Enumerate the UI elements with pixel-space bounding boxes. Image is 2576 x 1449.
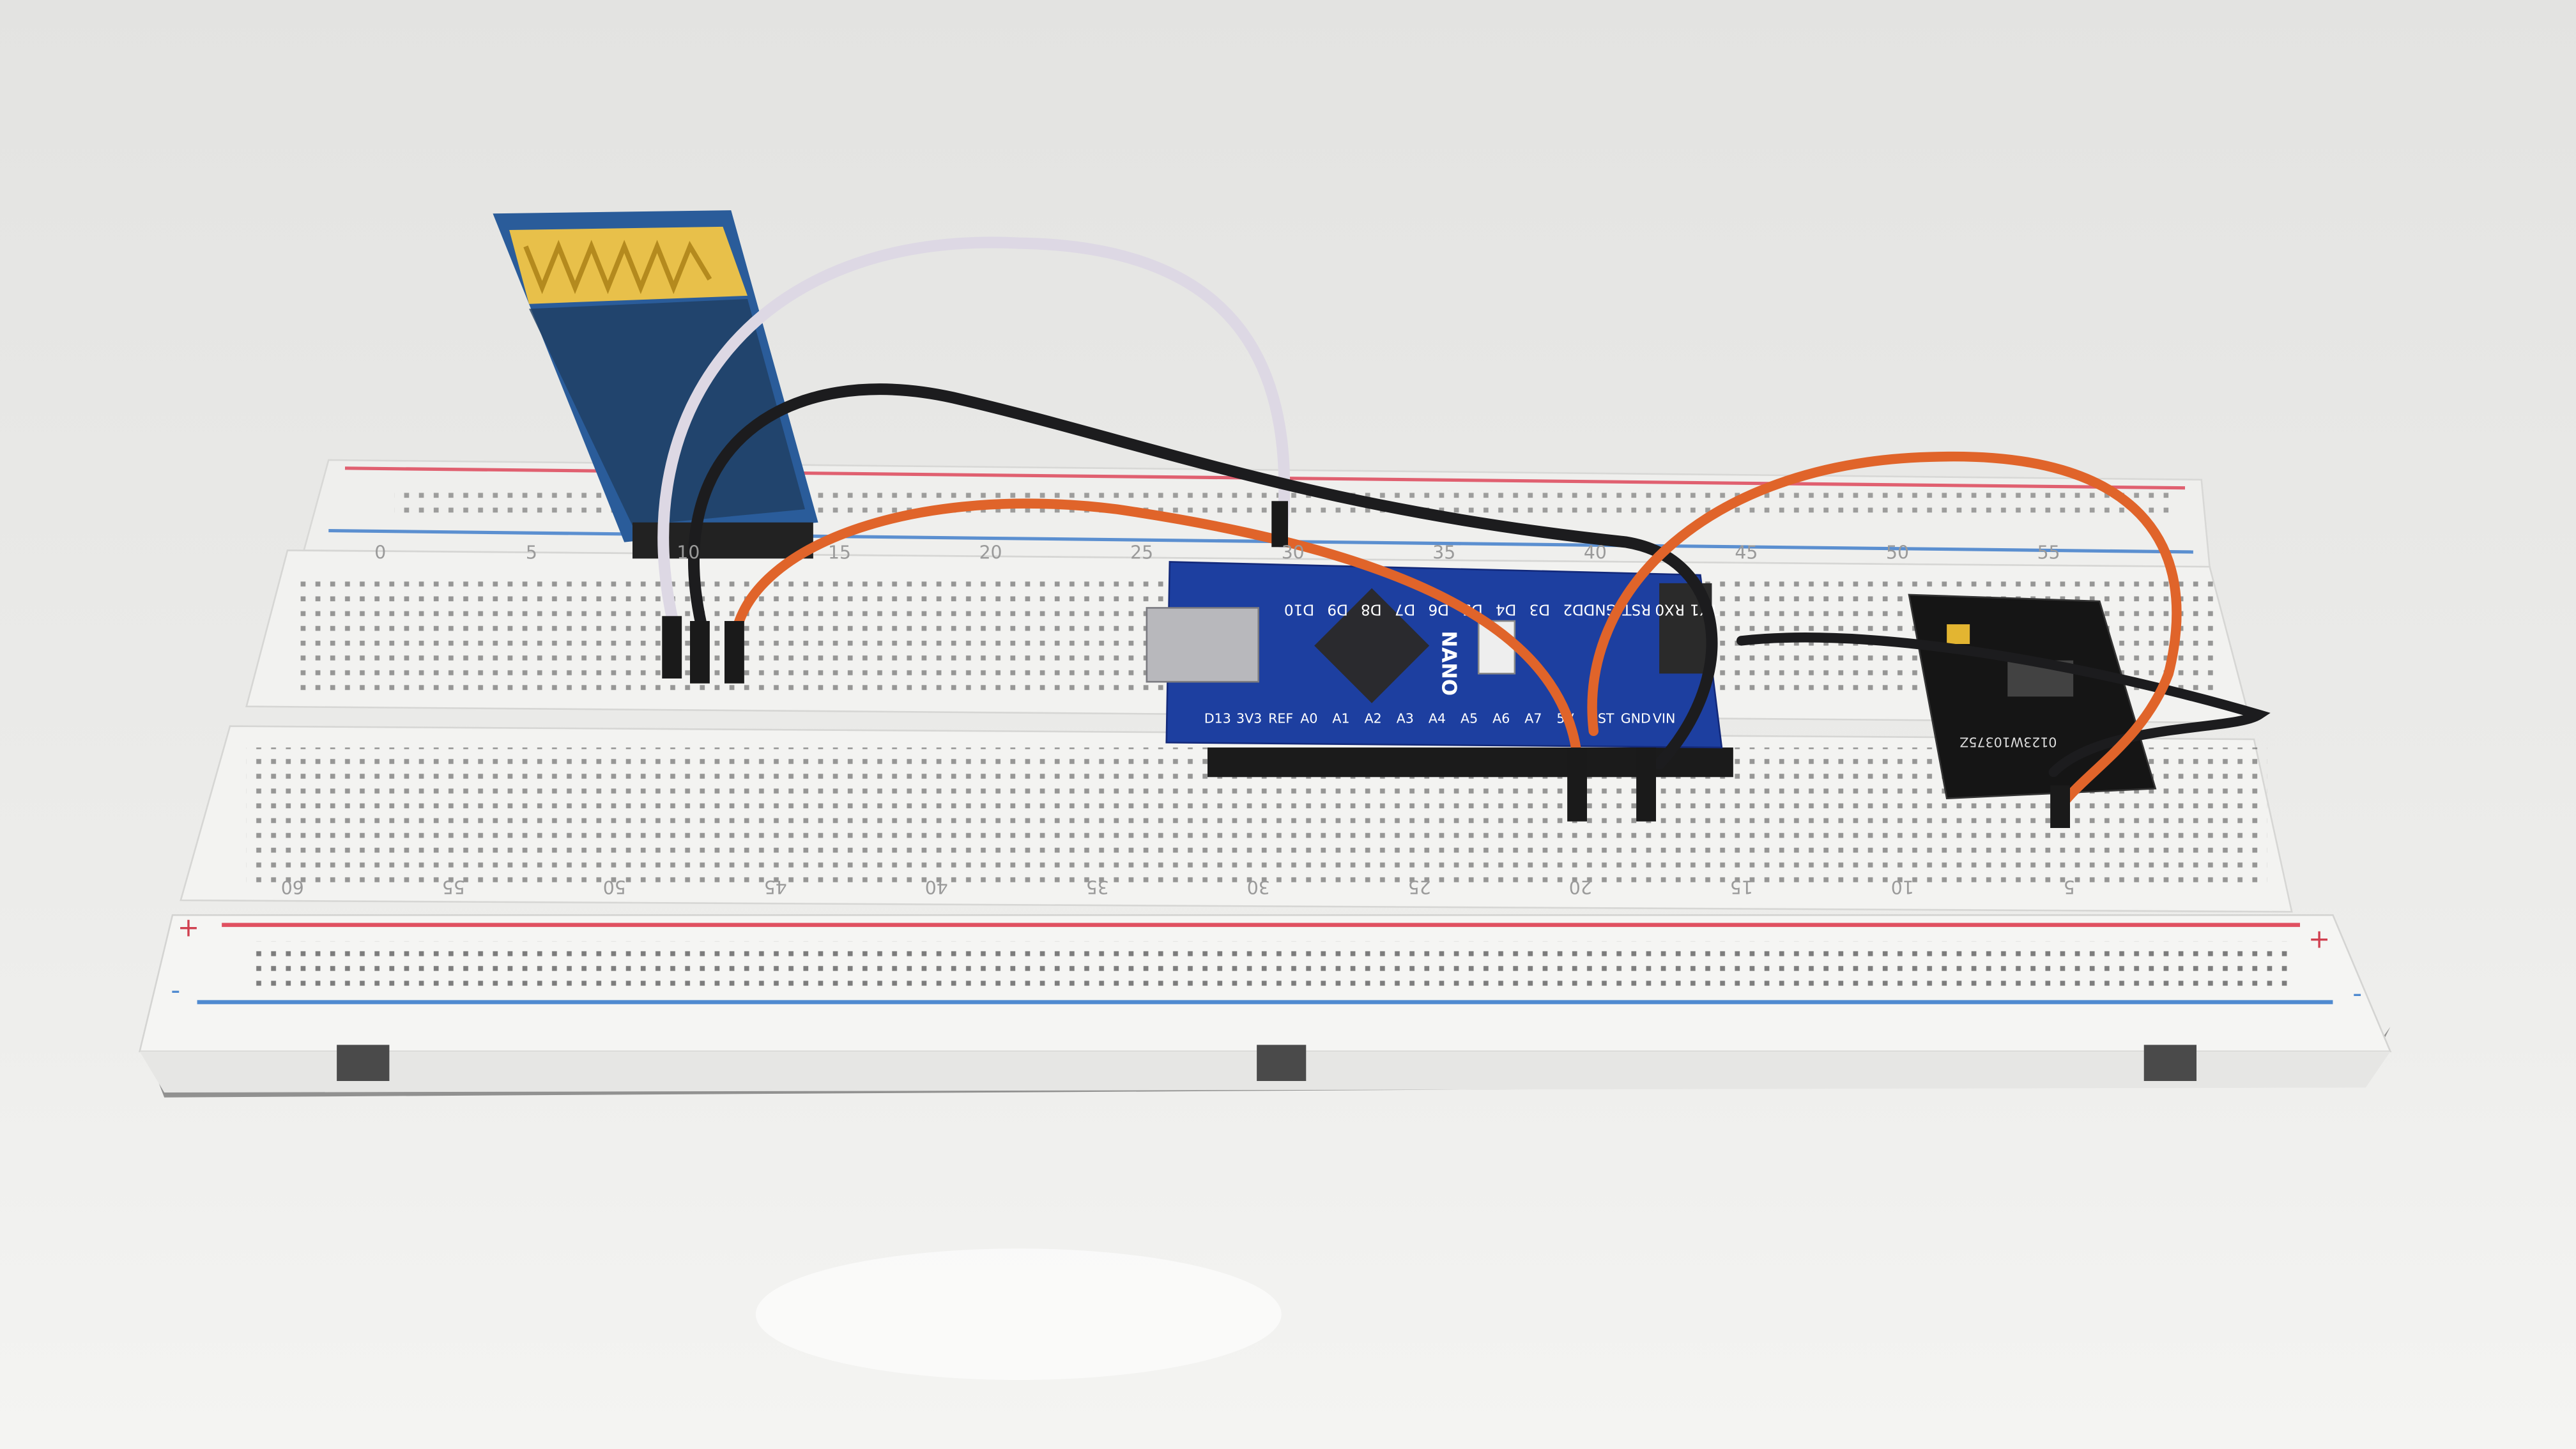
plus-sign-left: + bbox=[178, 912, 199, 943]
column-number: 5 bbox=[526, 542, 537, 563]
nano-pin-label: A3 bbox=[1397, 710, 1414, 726]
column-number: 50 bbox=[603, 876, 626, 897]
column-number: 25 bbox=[1408, 876, 1431, 897]
minus-sign-left: - bbox=[171, 974, 180, 1005]
lower-column-numbers: 60 55 50 45 40 35 30 25 20 15 10 5 bbox=[281, 876, 2075, 897]
column-number: 40 bbox=[1584, 542, 1607, 563]
column-number: 55 bbox=[442, 876, 465, 897]
nano-pin-label: A2 bbox=[1365, 710, 1382, 726]
sensor-silkscreen: 0123W10375Z bbox=[1959, 735, 2057, 750]
column-number: 5 bbox=[2064, 876, 2075, 897]
nano-pin-label: D4 bbox=[1496, 601, 1517, 617]
nano-pin-label: A4 bbox=[1429, 710, 1446, 726]
nano-pin-label: REF bbox=[1268, 710, 1293, 726]
nano-pin-label: D10 bbox=[1284, 601, 1314, 617]
column-number: 25 bbox=[1130, 542, 1153, 563]
column-number: 30 bbox=[1282, 542, 1305, 563]
column-number: 60 bbox=[281, 876, 304, 897]
upper-column-numbers: 0 5 10 15 20 25 30 35 40 45 50 55 bbox=[374, 542, 2060, 563]
light-reflection bbox=[755, 1248, 1282, 1380]
column-number: 15 bbox=[828, 542, 851, 563]
mini-usb-port bbox=[1146, 607, 1260, 683]
column-number: 40 bbox=[925, 876, 948, 897]
column-number: 45 bbox=[764, 876, 787, 897]
nano-pin-label: GND bbox=[1621, 710, 1651, 726]
column-number: 20 bbox=[979, 542, 1002, 563]
nano-pin-label: A5 bbox=[1460, 710, 1478, 726]
column-number: 30 bbox=[1247, 876, 1270, 897]
nano-pin-label: VIN bbox=[1653, 710, 1676, 726]
column-number: 55 bbox=[2037, 542, 2060, 563]
nano-pin-label: A6 bbox=[1492, 710, 1510, 726]
black-wire-2 bbox=[1736, 632, 2271, 778]
breadboard: + + - - bbox=[138, 459, 2392, 1098]
column-number: 10 bbox=[677, 542, 700, 563]
column-number: 20 bbox=[1569, 876, 1592, 897]
nano-pin-label: D7 bbox=[1395, 601, 1416, 617]
column-number: 45 bbox=[1735, 542, 1758, 563]
microcontroller-chip bbox=[1314, 588, 1430, 703]
column-number: 35 bbox=[1432, 542, 1455, 563]
column-number: 10 bbox=[1891, 876, 1914, 897]
column-number: 15 bbox=[1730, 876, 1753, 897]
minus-sign-right: - bbox=[2352, 978, 2362, 1009]
white-wire bbox=[657, 236, 1291, 631]
column-number: 0 bbox=[374, 542, 386, 563]
nano-pin-label: A0 bbox=[1300, 710, 1317, 726]
nano-pin-label: D2 bbox=[1563, 601, 1584, 617]
nano-pin-label: D3 bbox=[1529, 601, 1551, 617]
orange-wire-2 bbox=[1587, 451, 2182, 810]
black-wire-1 bbox=[688, 383, 1718, 770]
orange-wire-1 bbox=[731, 498, 1583, 761]
jumper-wires bbox=[657, 236, 2271, 828]
nano-pin-label: A7 bbox=[1524, 710, 1542, 726]
column-number: 50 bbox=[1886, 542, 1909, 563]
plus-sign-right: + bbox=[2308, 924, 2330, 954]
nano-pin-label: D8 bbox=[1361, 601, 1382, 617]
nano-pin-label: D13 bbox=[1204, 710, 1231, 726]
nano-pin-label: 3V3 bbox=[1236, 710, 1262, 726]
nano-label: NANO bbox=[1438, 631, 1460, 696]
nano-pin-label: D9 bbox=[1327, 601, 1348, 617]
column-number: 35 bbox=[1086, 876, 1109, 897]
nano-pin-label: RX0 bbox=[1655, 601, 1685, 617]
nano-pin-label: A1 bbox=[1332, 710, 1349, 726]
